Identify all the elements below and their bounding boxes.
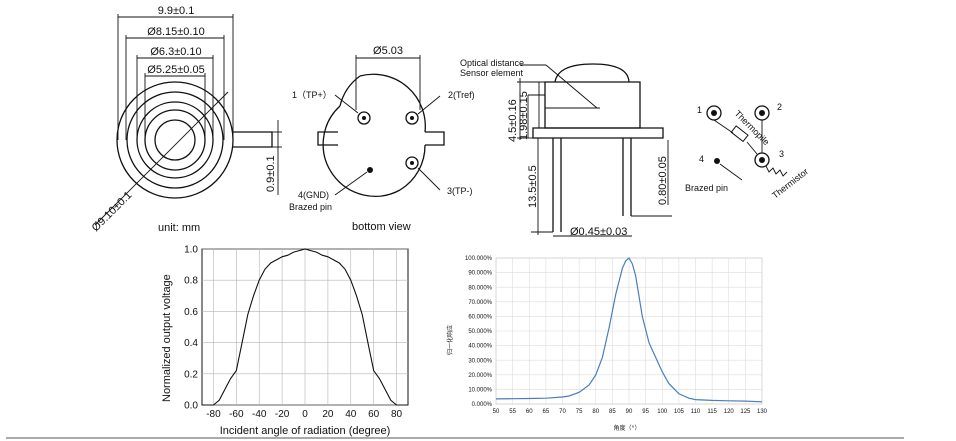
chart1-y-tick-3: 0.6 — [184, 307, 198, 318]
chart1-x-tick-7: 60 — [368, 409, 380, 420]
node-1: 1 — [697, 105, 702, 115]
thermistor-label: Thermistor — [770, 166, 810, 200]
dim-4-5: 4.5±0.16 — [507, 99, 519, 142]
pin1-label: 1（TP+） — [292, 90, 332, 100]
chart2-y-axis-label: 归一化响应 — [446, 325, 454, 355]
chart2-x-tick-14: 120 — [724, 409, 735, 415]
pin3-label: 3(TP-) — [447, 186, 473, 196]
dim-6-3: Ø6.3±0.10 — [150, 46, 201, 58]
chart1-x-tick-4: 0 — [302, 409, 308, 420]
chart1-x-tick-6: 40 — [345, 409, 357, 420]
chart2-y-tick-3: 30.000% — [468, 358, 492, 364]
chart2-x-tick-9: 95 — [642, 409, 649, 415]
chart2-y-tick-2: 20.000% — [468, 373, 492, 379]
chart1-x-axis-label: Incident angle of radiation (degree) — [220, 425, 391, 437]
chart2-x-axis-label: 角度（°） — [613, 424, 640, 432]
chart1-y-axis-label: Normalized output voltage — [161, 274, 173, 402]
chart-normalized-response: 50 55 60 65 70 75 80 85 90 95 100 105 110 115 120 125 13… — [465, 256, 768, 415]
node-3: 3 — [779, 149, 784, 159]
dim-13-5: 13.5±0.5 — [527, 165, 539, 208]
pin4-sub-label: Brazed pin — [289, 202, 332, 212]
chart1-x-tick-5: 20 — [322, 409, 334, 420]
chart1-x-tick-3: -20 — [275, 409, 290, 420]
chart2-y-tick-0: 0.000% — [472, 402, 493, 408]
chart2-x-tick-10: 100 — [657, 409, 668, 415]
side-view-drawing — [517, 63, 672, 237]
unit-label: unit: mm — [158, 222, 200, 234]
chart2-y-tick-9: 90.000% — [468, 271, 492, 277]
optical-distance-label: Optical distance — [460, 58, 524, 68]
pin2-label: 2(Tref) — [448, 90, 475, 100]
chart2-x-tick-3: 65 — [543, 409, 550, 415]
node-4: 4 — [699, 154, 704, 164]
chart2-y-tick-6: 60.000% — [468, 315, 492, 321]
chart1-x-tick-2: -40 — [252, 409, 267, 420]
dim-8-15: Ø8.15±0.10 — [147, 26, 204, 38]
chart2-x-tick-7: 85 — [609, 409, 616, 415]
chart2-y-tick-7: 70.000% — [468, 300, 492, 306]
chart-angular-response: -80 -60 -40 -20 0 20 40 60 80 0.0 0.2 0.4 0.6 0.8 1.0 — [184, 245, 409, 420]
node-2: 2 — [777, 102, 782, 112]
chart1-x-tick-8: 80 — [391, 409, 403, 420]
chart1-series-line-0 — [202, 248, 408, 406]
dim-0-9: 0.9±0.1 — [265, 155, 277, 192]
chart2-y-tick-5: 50.000% — [468, 329, 492, 335]
brazed-pin-label: Brazed pin — [685, 183, 728, 193]
chart1-y-tick-0: 0.0 — [184, 401, 198, 412]
chart2-x-tick-16: 130 — [757, 409, 768, 415]
chart2-x-tick-2: 60 — [526, 409, 533, 415]
dim-9-9: 9.9±0.1 — [158, 5, 195, 17]
chart2-y-tick-4: 40.000% — [468, 344, 492, 350]
chart2-y-tick-1: 10.000% — [468, 388, 492, 394]
top-view-drawing — [94, 14, 282, 226]
dim-0-80: 0.80±0.05 — [657, 156, 669, 205]
dim-0-45: Ø0.45±0.03 — [570, 226, 627, 238]
schematic-drawing — [706, 105, 788, 181]
chart1-x-tick-0: -80 — [206, 409, 221, 420]
chart1-y-tick-2: 0.4 — [184, 338, 198, 349]
chart2-x-tick-15: 125 — [740, 409, 751, 415]
chart2-x-tick-1: 55 — [509, 409, 516, 415]
chart2-x-tick-13: 115 — [707, 409, 717, 415]
bottom-view-caption: bottom view — [352, 221, 411, 233]
chart2-x-tick-4: 70 — [559, 409, 566, 415]
bottom-view-drawing — [317, 55, 445, 197]
pin4-label: 4(GND) — [298, 190, 329, 200]
chart1-x-tick-1: -60 — [229, 409, 244, 420]
chart2-x-tick-11: 105 — [674, 409, 685, 415]
chart2-y-tick-10: 100.000% — [465, 256, 493, 262]
chart2-x-tick-5: 75 — [576, 409, 583, 415]
dim-5-25: Ø5.25±0.05 — [147, 64, 204, 76]
dim-1-98: 1.98±0.15 — [518, 91, 530, 140]
dim-5-03: Ø5.03 — [373, 45, 403, 57]
chart1-y-tick-1: 0.2 — [184, 369, 198, 380]
chart2-x-tick-12: 110 — [691, 409, 701, 415]
chart2-series-line-0 — [495, 257, 763, 403]
chart1-y-tick-5: 1.0 — [184, 245, 198, 256]
chart2-x-tick-0: 50 — [493, 409, 500, 415]
chart1-y-tick-4: 0.8 — [184, 276, 198, 287]
chart2-x-tick-8: 90 — [626, 409, 633, 415]
chart2-x-tick-6: 80 — [592, 409, 599, 415]
chart2-y-tick-8: 80.000% — [468, 285, 492, 291]
dim-9-10-diagonal: Ø9.10±0.1 — [90, 189, 135, 234]
sensor-element-label: Sensor element — [460, 68, 524, 78]
